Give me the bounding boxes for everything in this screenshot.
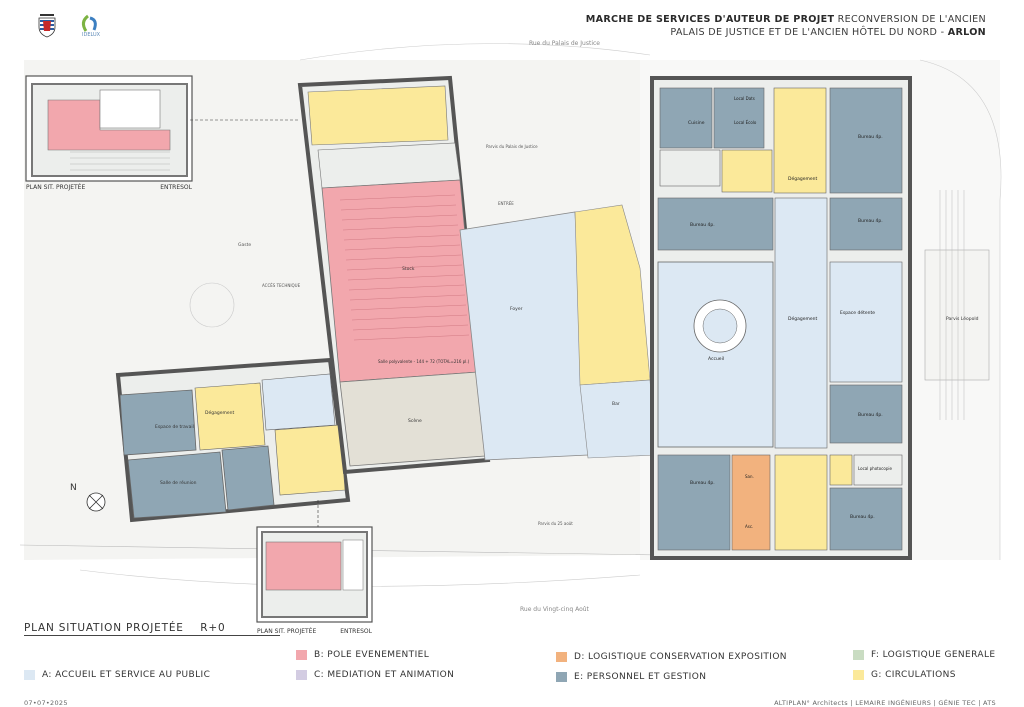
legend-item-e: E: PERSONNEL ET GESTION — [556, 672, 706, 682]
label-cuisine: Cuisine — [688, 120, 705, 126]
label-acces-technique: ACCÈS TECHNIQUE — [262, 283, 301, 288]
street-north-label: Rue du Palais de Justice — [529, 40, 600, 47]
inset-bottom-label-left: PLAN SIT. PROJETÉE — [257, 627, 316, 635]
room-espace-detente — [829, 261, 903, 383]
label-salle-b: Stock — [402, 266, 415, 272]
legend-swatch-e — [556, 672, 567, 682]
label-entree-north: ENTRÉE — [498, 201, 514, 206]
label-degagement-top: Dégagement — [788, 175, 817, 182]
legend-swatch-g — [853, 670, 864, 680]
label-salle-tente: Espace de travail — [155, 424, 194, 430]
footer-credits: ALTIPLAN° Architects | LEMAIRE INGÉNIEUR… — [774, 699, 996, 707]
logo-text: IDELUX — [82, 32, 101, 38]
title-line1-bold: MARCHE DE SERVICES D'AUTEUR DE PROJET — [585, 14, 835, 25]
label-bureau-4: Bureau 4p. — [858, 412, 883, 418]
legend-item-f: F: LOGISTIQUE GENERALE — [853, 650, 996, 660]
north-label: N — [70, 483, 77, 493]
label-local-ecolo: Local Écolo — [734, 120, 757, 125]
legend-item-b: B: POLE EVENEMENTIEL — [296, 650, 429, 660]
legend-label-d: D: LOGISTIQUE CONSERVATION EXPOSITION — [574, 652, 787, 662]
idelux-logo: IDELUX — [72, 14, 116, 40]
label-san: San. — [745, 474, 754, 479]
room-salle-polyvalente — [321, 179, 479, 383]
label-foyer: Foyer — [510, 306, 523, 312]
inset-top-left: PLAN SIT. PROJETÉE ENTRESOL — [25, 75, 193, 191]
title-line2-bold: ARLON — [947, 27, 986, 38]
room-salle-tente — [119, 389, 197, 456]
legend-swatch-b — [296, 650, 307, 660]
label-bureau-3: Bureau 4p. — [858, 218, 883, 224]
label-salle-reunion: Salle de réunion — [160, 479, 197, 486]
legend-swatch-d — [556, 652, 567, 662]
left-wing: Espace de travail Salle de réunion Dégag… — [115, 357, 351, 523]
legend-item-c: C: MEDIATION ET ANIMATION — [296, 670, 454, 680]
project-title: MARCHE DE SERVICES D'AUTEUR DE PROJET RE… — [586, 13, 986, 39]
legend-swatch-a — [24, 670, 35, 680]
street-south-label: Rue du Vingt-cinq Août — [520, 606, 590, 613]
inset-bottom-label-right: ENTRESOL — [340, 628, 372, 635]
title-line1-rest: RECONVERSION DE L'ANCIEN — [837, 14, 986, 25]
label-local-photocopie: Local photocopie — [858, 466, 892, 471]
label-bureau-5: Bureau 4p. — [690, 480, 715, 486]
legend-swatch-f — [853, 650, 864, 660]
legend-item-g: G: CIRCULATIONS — [853, 670, 956, 680]
label-degagement-right: Dégagement — [788, 315, 817, 322]
north-arrow-icon — [86, 492, 106, 512]
arlon-coat-of-arms-logo — [38, 14, 56, 38]
label-degagement-left: Dégagement — [205, 409, 234, 416]
room-salle-reunion — [127, 451, 227, 519]
label-bureau-6: Bureau 4p. — [850, 514, 875, 520]
legend-label-e: E: PERSONNEL ET GESTION — [574, 672, 707, 682]
legend-label-f: F: LOGISTIQUE GENERALE — [871, 650, 996, 660]
label-gaste: Gaste — [238, 242, 251, 248]
footer-date: 07•07•2025 — [24, 699, 68, 707]
right-building: Cuisine Local Dats Local Écolo Bureau 4p… — [650, 76, 912, 560]
legend-label-c: C: MEDIATION ET ANIMATION — [314, 670, 455, 680]
plan-title: PLAN SITUATION PROJETÉE R+0 — [24, 622, 226, 634]
legend-label-b: B: POLE EVENEMENTIEL — [314, 650, 430, 660]
label-bureau-1: Bureau 4p. — [858, 134, 883, 140]
label-scene: Scène — [408, 417, 422, 424]
label-bar: Bar — [612, 401, 620, 407]
event-hall-building: Salle polyvalente - 144 + 72 (TOTAL=216 … — [297, 75, 491, 475]
legend-label-a: A: ACCUEIL ET SERVICE AU PUBLIC — [42, 670, 211, 680]
label-espace-detente: Espace détente — [840, 309, 875, 316]
label-parvis-palais: Parvis du Palais de Justice — [486, 144, 538, 149]
seating-rows — [339, 194, 470, 341]
legend-label-g: G: CIRCULATIONS — [871, 670, 956, 680]
label-asc: Asc. — [745, 524, 753, 529]
room-accueil — [657, 261, 774, 448]
inset-top-label-right: ENTRESOL — [160, 184, 192, 191]
label-local-dats: Local Dats — [734, 96, 755, 101]
inset-top-label-left: PLAN SIT. PROJETÉE — [26, 183, 85, 191]
legend-item-a: A: ACCUEIL ET SERVICE AU PUBLIC — [24, 670, 210, 680]
label-salle-polyvalente: Salle polyvalente - 144 + 72 (TOTAL=216 … — [378, 359, 470, 364]
label-parvis-25: Parvis du 25 août — [538, 521, 573, 526]
inset-bottom: PLAN SIT. PROJETÉE ENTRESOL — [256, 526, 373, 635]
label-bureau-2: Bureau 4p. — [690, 222, 715, 228]
label-parvis-leopold: Parvis Léopold — [946, 315, 979, 322]
title-line2: PALAIS DE JUSTICE ET DE L'ANCIEN HÔTEL D… — [670, 27, 945, 38]
legend-swatch-c — [296, 670, 307, 680]
legend-item-d: D: LOGISTIQUE CONSERVATION EXPOSITION — [556, 652, 787, 662]
plan-title-underline — [24, 635, 280, 636]
label-accueil: Accueil — [708, 356, 724, 362]
